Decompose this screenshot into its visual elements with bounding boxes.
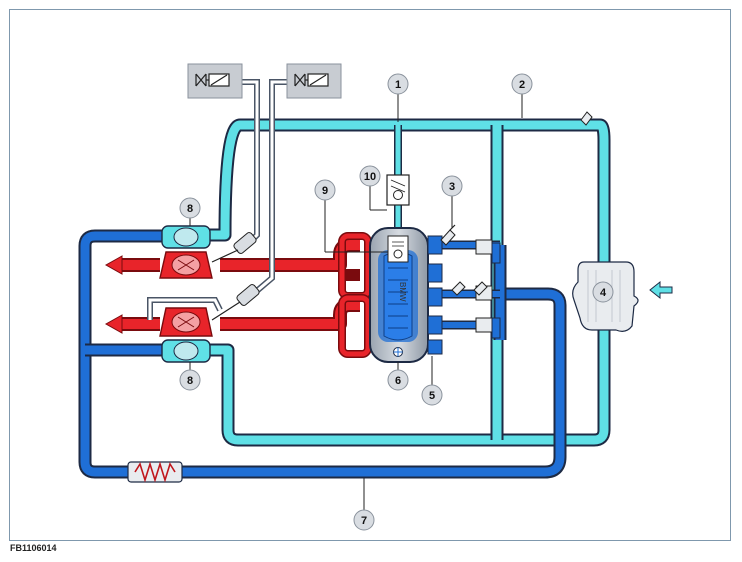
coolant-loop-warm: [78, 229, 567, 479]
callout-8-upper: 8: [179, 197, 201, 219]
temperature-sensor-manifold: [451, 281, 488, 296]
turbocharger-upper: [159, 225, 257, 279]
figure-id: FB1106014: [10, 543, 57, 553]
svg-text:7: 7: [361, 515, 367, 527]
svg-text:8: 8: [187, 375, 193, 387]
svg-text:1: 1: [395, 79, 401, 91]
svg-text:9: 9: [322, 185, 328, 197]
svg-text:5: 5: [429, 390, 435, 402]
check-valve: [386, 174, 410, 206]
auxiliary-pump: [127, 461, 183, 483]
exhaust-lines: [104, 232, 372, 358]
svg-text:3: 3: [449, 181, 455, 193]
wastegate-lines: [147, 79, 287, 320]
coolant-loop-cold: [165, 118, 673, 447]
bleed-valve: [580, 111, 593, 126]
callout-3: 3: [441, 175, 463, 197]
solenoid-valve-right: [286, 63, 342, 99]
svg-text:10: 10: [364, 171, 376, 183]
callout-5: 5: [421, 384, 443, 406]
callout-8-lower: 8: [179, 369, 201, 391]
callout-1: 1: [387, 73, 409, 95]
callout-4: 4: [592, 281, 614, 303]
solenoid-valve-left: [187, 63, 243, 99]
svg-text:2: 2: [519, 79, 525, 91]
callout-6: 6: [387, 369, 409, 391]
manifold-valves: [475, 239, 501, 339]
callout-7: 7: [353, 509, 375, 531]
figure-frame: [9, 9, 731, 541]
turbocharger-lower: [159, 284, 260, 363]
callout-10: 10: [359, 165, 381, 187]
engine-ports: [427, 235, 443, 355]
callouts: 1 2 3 4 5 6 7: [179, 73, 614, 531]
engine-thermostat: [387, 235, 409, 263]
callout-2: 2: [511, 73, 533, 95]
svg-text:8: 8: [187, 203, 193, 215]
svg-text:6: 6: [395, 375, 401, 387]
svg-text:4: 4: [600, 287, 607, 299]
engine-badge: BMW: [398, 282, 407, 302]
callout-9: 9: [314, 179, 336, 201]
